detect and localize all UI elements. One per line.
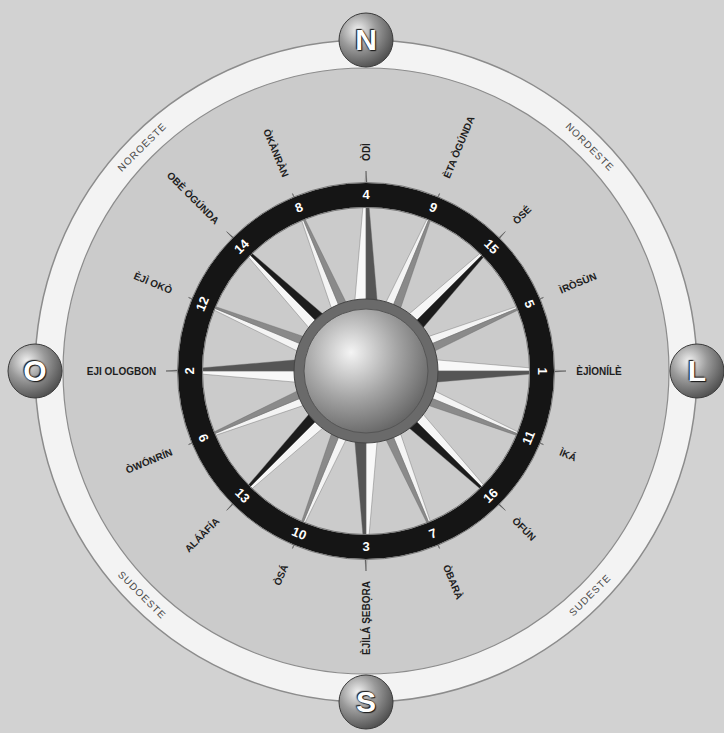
- sphere-outline: [339, 675, 393, 729]
- odu-name: ÈJÌONÍLÈ: [576, 366, 622, 377]
- cardinal-sphere: S: [338, 674, 394, 730]
- sphere-outline: [339, 13, 393, 67]
- cardinal-letter: O: [7, 343, 63, 399]
- odu-name: ÒDÌ: [361, 143, 372, 161]
- number-ring: [190, 195, 542, 547]
- ring-number: 2: [183, 367, 197, 374]
- sphere-outline: [670, 344, 724, 398]
- odu-name: EJI OLOGBON: [87, 366, 156, 377]
- ring-number: 4: [362, 188, 369, 202]
- ring-edge: [203, 208, 530, 535]
- inner-field: [63, 68, 669, 674]
- hub-base: [294, 299, 438, 443]
- cardinal-letter: S: [338, 674, 394, 730]
- cardinal-sphere: O: [7, 343, 63, 399]
- ring-edge: [178, 183, 555, 560]
- cardinal-sphere: N: [338, 12, 394, 68]
- outer-ring: [35, 40, 697, 702]
- odu-name: ÈJÌLÁ ŞEBỌRA: [361, 581, 372, 655]
- cardinal-letter: L: [669, 343, 724, 399]
- sphere-outline: [8, 344, 62, 398]
- cardinal-sphere: L: [669, 343, 724, 399]
- ring-number: 1: [535, 367, 549, 374]
- hub-sphere: [304, 309, 428, 433]
- ring-number: 3: [362, 540, 369, 554]
- cardinal-letter: N: [338, 12, 394, 68]
